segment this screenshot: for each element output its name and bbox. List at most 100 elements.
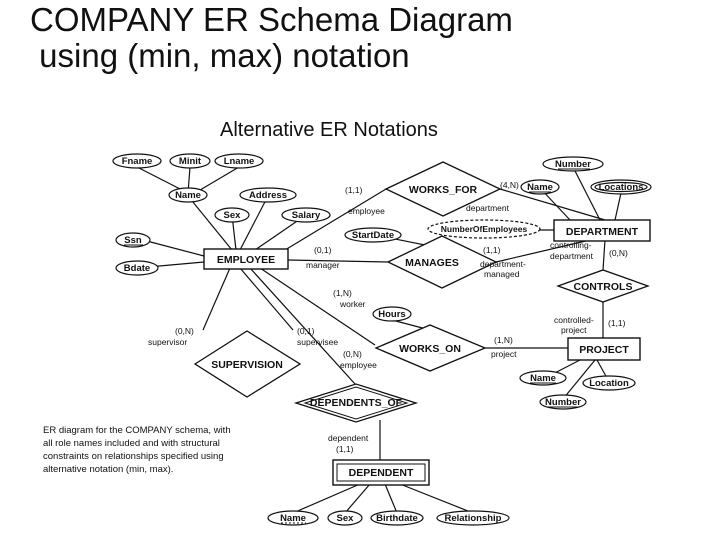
attribute-locations-inner-ring (594, 181, 648, 193)
constraint-dept-controls: (0,N) (609, 248, 628, 258)
label-department: DEPARTMENT (566, 226, 639, 238)
attribute-salary (281, 207, 331, 223)
role-project: project (491, 349, 517, 359)
diagram-caption: ER diagram for the COMPANY schema, with … (43, 425, 231, 475)
attribute-address (239, 187, 297, 203)
attribute-lname (214, 153, 264, 169)
role-controlling-department-2: department (550, 251, 594, 261)
attribute-fname (112, 153, 162, 169)
role-supervisor: supervisor (148, 337, 187, 347)
role-supervisee: supervisee (297, 337, 338, 347)
attribute-birthdate (370, 510, 424, 526)
label-project-name: Name (530, 373, 556, 384)
label-dependent-name: Name (280, 513, 306, 524)
constraint-supervisor: (0,N) (175, 326, 194, 336)
attribute-project-name (519, 370, 567, 386)
attribute-dependent-sex (327, 510, 363, 526)
attribute-dept-name (520, 179, 560, 195)
label-manages: MANAGES (405, 257, 459, 269)
constraint-emp-manages: (0,1) (314, 245, 332, 255)
attribute-dept-number (542, 156, 604, 172)
label-controls: CONTROLS (574, 281, 633, 293)
constraint-dependent-dependents-of: (1,1) (336, 444, 354, 454)
attribute-project-number (539, 394, 587, 410)
label-lname: Lname (224, 156, 255, 167)
caption-line-3: constraints on relationships specified u… (43, 451, 224, 462)
attribute-dependent-name (267, 510, 319, 526)
slide-title-line-2: using (min, max) notation (30, 37, 410, 74)
label-dependents-of: DEPENDENTS_OF (310, 397, 403, 409)
entity-department (553, 219, 651, 242)
label-name: Name (175, 190, 201, 201)
label-birthdate: Birthdate (376, 513, 418, 524)
relationship-manages (386, 235, 498, 289)
label-project: PROJECT (579, 344, 629, 356)
relationship-works-for (384, 161, 502, 217)
entity-employee (203, 248, 289, 270)
label-relationship: Relationship (444, 513, 501, 524)
entity-project (567, 337, 641, 361)
role-controlled-project-2: project (561, 325, 587, 335)
label-bdate: Bdate (124, 263, 150, 274)
diagram-title: Alternative ER Notations (220, 119, 438, 141)
relationship-supervision (193, 330, 302, 398)
relationship-controls (556, 269, 650, 303)
label-employee: EMPLOYEE (217, 254, 275, 266)
role-controlling-department: controlling- (550, 240, 592, 250)
label-dept-name: Name (527, 182, 553, 193)
constraint-emp-dependents-of: (0,N) (343, 349, 362, 359)
slide-title-line-1: COMPANY ER Schema Diagram (30, 1, 513, 38)
label-works-on: WORKS_ON (399, 343, 461, 355)
role-department-managed-2: managed (484, 269, 520, 279)
attribute-location (582, 375, 636, 391)
slide-title: COMPANY ER Schema Diagram using (min, ma… (30, 2, 550, 74)
constraint-emp-works-on: (1,N) (333, 288, 352, 298)
label-dependent-sex: Sex (337, 513, 355, 524)
constraint-proj-controls: (1,1) (608, 318, 626, 328)
attribute-sex (214, 207, 250, 223)
label-salary: Salary (292, 210, 321, 221)
attribute-relationship (436, 510, 510, 526)
entity-dependent-inner (336, 463, 426, 482)
label-project-number: Number (545, 397, 581, 408)
role-controlled-project: controlled- (554, 315, 594, 325)
relationship-works-on (374, 324, 487, 372)
label-number-of-employees: NumberOfEmployees (441, 224, 528, 234)
attribute-name (168, 187, 208, 203)
attribute-minit (169, 153, 211, 169)
label-address: Address (249, 190, 287, 201)
role-department: department (466, 203, 510, 213)
attribute-start-date (344, 227, 402, 243)
relationship-dependents-of (293, 383, 419, 423)
role-department-managed: department- (480, 259, 526, 269)
constraint-proj-works-on: (1,N) (494, 335, 513, 345)
constraint-dept-works-for: (4,N) (500, 180, 519, 190)
attribute-hours (372, 306, 412, 322)
label-location: Location (589, 378, 629, 389)
caption-line-2: all role names included and with structu… (43, 438, 220, 449)
attribute-ssn (115, 232, 151, 248)
relationship-dependents-of-inner (303, 386, 409, 420)
label-ssn: Ssn (124, 235, 142, 246)
label-fname: Fname (122, 156, 153, 167)
label-supervision: SUPERVISION (211, 359, 283, 371)
role-dependents-employee: employee (340, 360, 377, 370)
label-dependent: DEPENDENT (349, 467, 414, 479)
caption-line-1: ER diagram for the COMPANY schema, with (43, 425, 231, 436)
role-employee: employee (348, 206, 385, 216)
label-hours: Hours (378, 309, 405, 320)
constraint-supervisee: (0,1) (297, 326, 315, 336)
label-start-date: StartDate (352, 230, 394, 241)
label-minit: Minit (179, 156, 202, 167)
caption-line-4: alternative notation (min, max). (43, 464, 173, 475)
label-works-for: WORKS_FOR (409, 184, 478, 196)
role-manager: manager (306, 260, 340, 270)
attribute-number-of-employees (427, 219, 541, 239)
label-locations: Locations (599, 182, 644, 193)
role-worker: worker (339, 299, 366, 309)
constraint-emp-works-for: (1,1) (345, 185, 363, 195)
constraint-dept-manages: (1,1) (483, 245, 501, 255)
role-dependent: dependent (328, 433, 369, 443)
label-sex: Sex (224, 210, 242, 221)
